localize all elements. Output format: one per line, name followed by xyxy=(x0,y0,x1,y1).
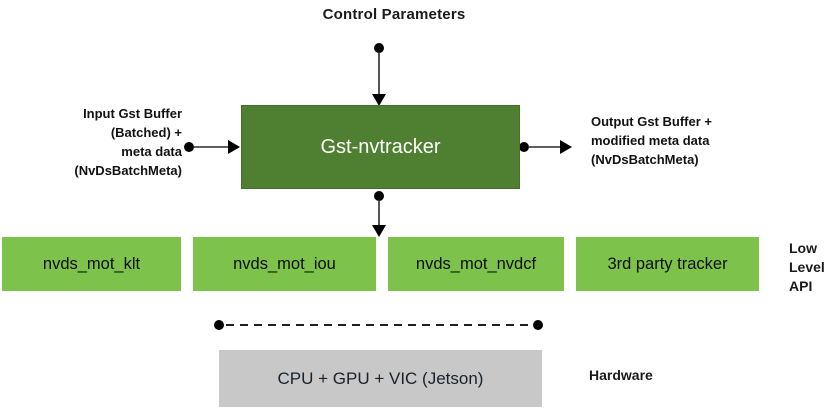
control-parameters-label: Control Parameters xyxy=(322,6,466,23)
hardware-caption: Hardware xyxy=(589,367,653,383)
nvds-mot-iou-box: nvds_mot_iou xyxy=(193,237,376,291)
output-arrow xyxy=(519,140,572,154)
hardware-box-label: CPU + GPU + VIC (Jetson) xyxy=(277,368,484,388)
input-buffer-line: (NvDsBatchMeta) xyxy=(74,163,182,178)
dot-icon xyxy=(214,320,224,330)
low-level-api-line: Low xyxy=(789,240,817,256)
output-buffer-line: modified meta data xyxy=(591,133,710,148)
nvds-mot-nvdcf-label: nvds_mot_nvdcf xyxy=(415,254,537,273)
nvds-mot-klt-box: nvds_mot_klt xyxy=(2,237,181,291)
low-level-api-line: Level xyxy=(789,259,825,275)
input-buffer-line: Input Gst Buffer xyxy=(83,106,182,121)
input-buffer-line: (Batched) + xyxy=(110,125,182,140)
control-params-arrow xyxy=(372,43,386,106)
dot-icon xyxy=(519,142,529,152)
hardware-dashed-line xyxy=(214,320,543,330)
nvds-mot-iou-label: nvds_mot_iou xyxy=(233,254,336,273)
gst-nvtracker-label: Gst-nvtracker xyxy=(320,135,441,158)
arrowhead-icon xyxy=(228,140,240,154)
dot-icon xyxy=(374,191,384,201)
low-level-api-line: API xyxy=(789,278,813,294)
low-level-api-caption: Low Level API xyxy=(789,239,825,296)
arrowhead-icon xyxy=(560,140,572,154)
third-party-tracker-label: 3rd party tracker xyxy=(607,254,728,273)
low-level-arrow xyxy=(372,191,386,237)
arrowhead-icon xyxy=(372,225,386,237)
output-buffer-line: Output Gst Buffer + xyxy=(591,114,712,129)
gst-nvtracker-box: Gst-nvtracker xyxy=(241,105,520,189)
nvds-mot-klt-label: nvds_mot_klt xyxy=(42,254,141,273)
input-buffer-label: Input Gst Buffer (Batched) + meta data (… xyxy=(74,104,182,180)
output-buffer-label: Output Gst Buffer + modified meta data (… xyxy=(591,112,712,169)
hardware-box: CPU + GPU + VIC (Jetson) xyxy=(219,350,542,407)
dot-icon xyxy=(184,142,194,152)
dot-icon xyxy=(533,320,543,330)
output-buffer-line: (NvDsBatchMeta) xyxy=(591,152,699,167)
input-buffer-line: meta data xyxy=(121,144,182,159)
third-party-tracker-box: 3rd party tracker xyxy=(576,237,759,291)
nvds-mot-nvdcf-box: nvds_mot_nvdcf xyxy=(388,237,564,291)
dot-icon xyxy=(374,43,384,53)
input-arrow xyxy=(184,140,240,154)
